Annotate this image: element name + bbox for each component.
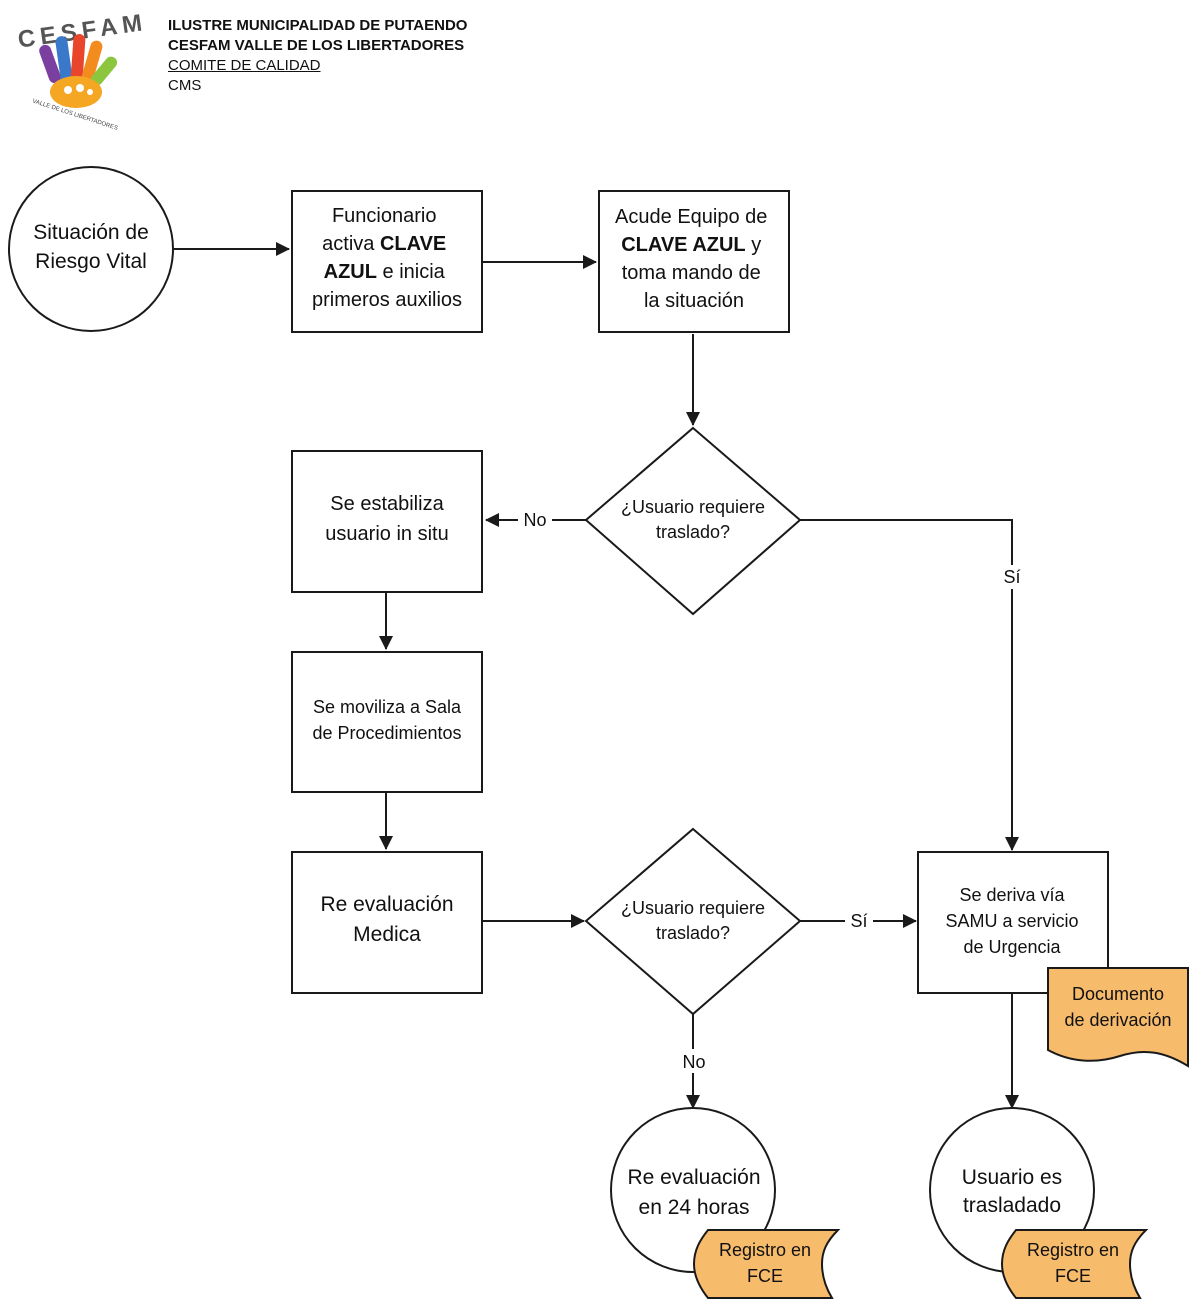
page-header: CESFAM VALLE DE LOS LIBERTADORES ILUSTRE… <box>0 0 1189 140</box>
estabiliza-box <box>291 450 483 593</box>
header-line-cesfam: CESFAM VALLE DE LOS LIBERTADORES <box>168 37 465 54</box>
logo-hands-icon <box>39 34 118 108</box>
documento-derivacion-shape <box>1047 967 1189 1068</box>
acude-box <box>598 190 790 333</box>
header-line-committee: COMITE DE CALIDAD <box>168 57 321 74</box>
registro1-shape <box>692 1229 841 1299</box>
edge-decision1-si <box>800 519 1019 851</box>
registro2-shape <box>1000 1229 1149 1299</box>
acude-label: Acude Equipo de CLAVE AZUL y toma mando … <box>615 206 773 312</box>
edge-label-d2-si: Sí <box>850 911 867 931</box>
moviliza-box <box>291 651 483 793</box>
decision1-diamond <box>584 426 802 616</box>
institution-heading: ILUSTRE MUNICIPALIDAD DE PUTAENDO CESFAM… <box>168 16 467 96</box>
activa-label: Funcionario activa CLAVE AZUL e inicia p… <box>312 205 462 311</box>
edge-label-d1-si: Sí <box>1003 567 1020 587</box>
activa-box <box>291 190 483 333</box>
edge-label-d1-no: No <box>523 510 546 530</box>
start-node-circle <box>8 166 174 332</box>
reevaluacion-box <box>291 851 483 994</box>
header-line-cms: CMS <box>168 77 202 94</box>
cesfam-logo: CESFAM VALLE DE LOS LIBERTADORES <box>16 9 144 131</box>
edge-label-d2-no: No <box>682 1052 705 1072</box>
decision2-diamond <box>584 827 802 1016</box>
header-line-municipality: ILUSTRE MUNICIPALIDAD DE PUTAENDO <box>168 17 468 34</box>
